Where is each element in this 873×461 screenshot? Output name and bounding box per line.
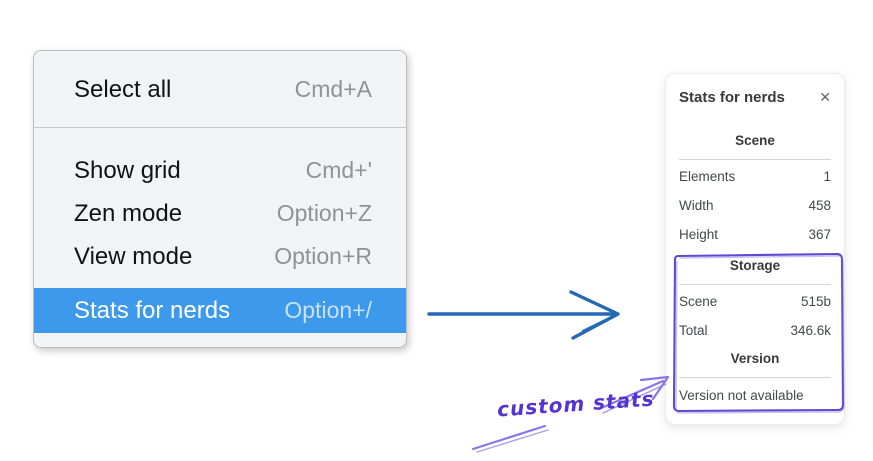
menu-item-label: Stats for nerds (74, 296, 231, 324)
menu-section-top: Select all Cmd+A (34, 51, 406, 127)
menu-section-bottom: Show grid Cmd+' Zen mode Option+Z View m… (34, 128, 406, 333)
menu-divider (34, 127, 406, 128)
stats-section-scene: Scene Elements 1 Width 458 Height 367 (679, 132, 831, 249)
menu-item-zen-mode[interactable]: Zen mode Option+Z (34, 192, 406, 235)
menu-item-stats-for-nerds[interactable]: Stats for nerds Option+/ (34, 288, 406, 333)
annotation-tail-stroke (471, 424, 549, 453)
section-divider (679, 159, 831, 160)
stat-label: Elements (679, 169, 736, 184)
menu-item-shortcut: Cmd+' (305, 157, 372, 183)
stat-row-elements: Elements 1 (679, 162, 831, 191)
menu-item-shortcut: Cmd+A (294, 76, 372, 102)
section-header: Version (730, 351, 780, 366)
menu-item-label: Show grid (74, 156, 181, 184)
stats-section-storage: Storage Scene 515b Total 346.6k (679, 257, 831, 345)
menu-item-shortcut: Option+R (274, 243, 372, 269)
stats-panel: Stats for nerds ✕ Scene Elements 1 Width… (665, 73, 845, 425)
stat-row-width: Width 458 (679, 191, 831, 220)
close-icon[interactable]: ✕ (819, 89, 831, 105)
stat-value: 1 (823, 169, 831, 184)
menu-item-shortcut: Option+Z (276, 200, 372, 226)
stat-value: 458 (808, 198, 831, 213)
version-note: Version not available (679, 388, 804, 403)
pointer-arrow (427, 290, 620, 340)
section-divider (679, 377, 831, 378)
stat-label: Width (679, 198, 714, 213)
menu-item-view-mode[interactable]: View mode Option+R (34, 235, 406, 278)
stats-section-version: Version Version not available (679, 350, 831, 410)
menu-item-show-grid[interactable]: Show grid Cmd+' (34, 149, 406, 192)
menu-item-select-all[interactable]: Select all Cmd+A (34, 68, 406, 111)
menu-item-label: Zen mode (74, 199, 183, 227)
menu-item-shortcut: Option+/ (284, 297, 372, 323)
stats-panel-title: Stats for nerds (679, 88, 785, 106)
stat-label: Height (679, 227, 719, 242)
stat-value: 346.6k (790, 323, 831, 338)
stat-label: Scene (679, 294, 718, 309)
section-divider (679, 284, 831, 285)
menu-item-label: Select all (74, 75, 172, 103)
menu-item-label: View mode (74, 242, 193, 270)
section-header: Storage (729, 258, 781, 273)
stats-panel-header: Stats for nerds ✕ (679, 86, 831, 108)
stat-value: 515b (800, 294, 831, 309)
context-menu: Select all Cmd+A Show grid Cmd+' Zen mod… (33, 50, 407, 348)
stat-row-total-size: Total 346.6k (679, 316, 831, 345)
custom-stats-annotation: custom stats (496, 386, 656, 422)
stat-row-scene-size: Scene 515b (679, 287, 831, 316)
stat-value: 367 (808, 227, 831, 242)
stat-label: Total (679, 323, 708, 338)
section-header: Scene (735, 133, 775, 148)
stat-row-height: Height 367 (679, 220, 831, 249)
annotation-arrow (597, 375, 670, 414)
